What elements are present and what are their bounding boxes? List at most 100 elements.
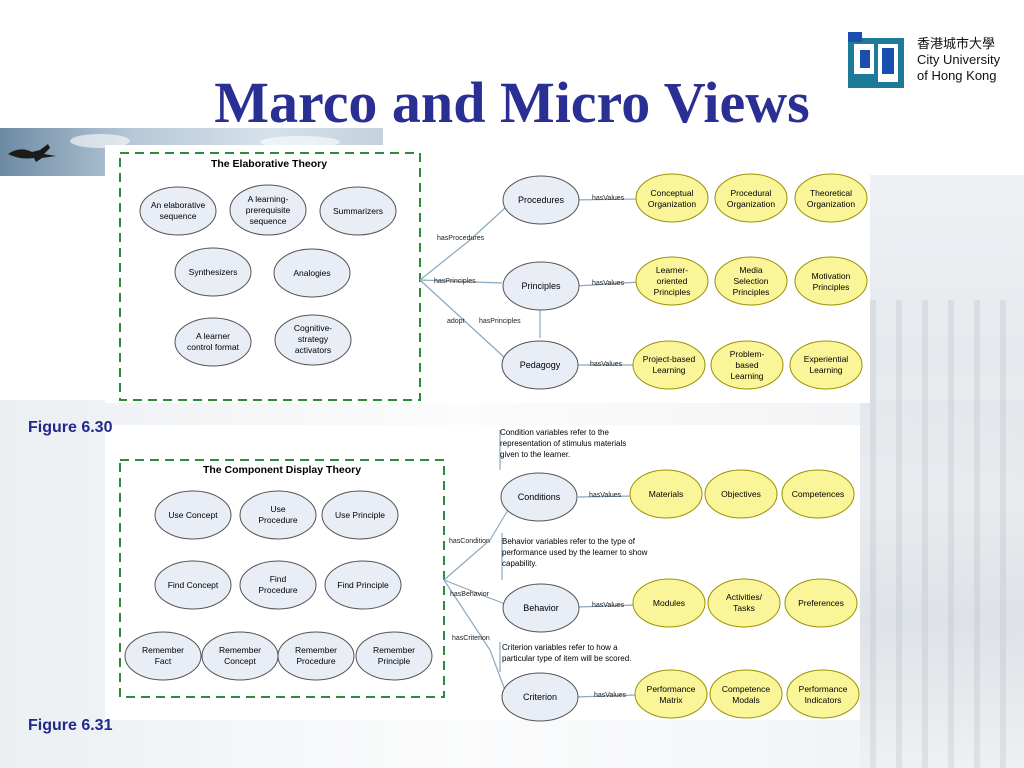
edge-hasprinciples	[419, 279, 503, 284]
edge-behavior-values	[577, 604, 636, 608]
background-columns	[870, 300, 1024, 768]
item-analogies	[273, 248, 351, 298]
component-display-theory-title: The Component Display Theory	[203, 464, 361, 476]
edge-label-hasvalues-3: hasValues	[590, 361, 623, 368]
edge-label-hasprinciples: hasPrinciples	[434, 278, 476, 285]
value-performance-indicators	[786, 669, 860, 719]
edge-conditions-values	[577, 495, 636, 498]
value-label-modules: Modules	[653, 598, 685, 608]
bird-icon	[8, 144, 56, 162]
edge-label-hasvalues-2: hasValues	[592, 280, 625, 287]
value-objectives	[704, 469, 778, 519]
item-summarizers	[319, 186, 397, 236]
edge-label-hasvalues-4: hasValues	[589, 492, 622, 499]
elaborative-theory-title: The Elaborative Theory	[211, 158, 327, 170]
node-procedures-label: Procedures	[518, 195, 565, 205]
value-modules	[632, 578, 706, 628]
value-activities-tasks	[707, 578, 781, 628]
node-pedagogy-label: Pedagogy	[520, 360, 561, 370]
node-principles-label: Principles	[521, 281, 561, 291]
value-competence-modals	[709, 669, 783, 719]
node-behavior-label: Behavior	[523, 603, 559, 613]
item-learning-prerequisite	[229, 184, 307, 236]
value-preferences	[784, 578, 858, 628]
edge-adopt	[419, 279, 506, 359]
value-project-based-learning	[632, 340, 706, 390]
value-experiential-learning	[789, 340, 863, 390]
edge-principles-values	[575, 281, 641, 287]
item-find-procedure	[239, 560, 317, 610]
item-find-concept	[154, 560, 232, 610]
value-competences	[781, 469, 855, 519]
node-behavior	[502, 583, 580, 633]
item-learner-control	[174, 317, 252, 367]
value-procedural-organization	[714, 173, 788, 223]
page-title: Marco and Micro Views	[214, 70, 810, 135]
value-motivation-principles	[794, 256, 868, 306]
value-learner-oriented-principles	[635, 256, 709, 306]
label-analogies: Analogies	[293, 268, 330, 278]
edge-hascondition	[443, 509, 509, 581]
item-remember-fact	[124, 631, 202, 681]
value-performance-matrix	[634, 669, 708, 719]
edge-label-hasvalues-1: hasValues	[592, 195, 625, 202]
edge-hasbehavior	[443, 579, 506, 605]
item-cognitive-strategy	[274, 314, 352, 366]
item-use-concept	[154, 490, 232, 540]
node-criterion-label: Criterion	[523, 692, 557, 702]
node-procedures	[502, 175, 580, 225]
value-theoretical-organization	[794, 173, 868, 223]
label-summarizers: Summarizers	[333, 206, 383, 216]
university-name-chinese: 香港城市大學	[917, 36, 996, 51]
item-synthesizers	[174, 247, 252, 297]
edge-label-hasprocedures: hasProcedures	[437, 235, 485, 242]
value-materials	[629, 469, 703, 519]
value-label-preferences: Preferences	[798, 598, 844, 608]
node-criterion	[501, 672, 579, 722]
item-use-principle	[321, 490, 399, 540]
edge-label-adopt: adopt	[447, 318, 465, 325]
edge-label-hascriterion: hasCriterion	[452, 635, 490, 642]
value-media-selection-principles	[714, 256, 788, 306]
item-use-procedure	[239, 490, 317, 540]
university-name-line2: of Hong Kong	[917, 68, 997, 83]
edge-label-hasvalues-6: hasValues	[594, 692, 627, 699]
edge-label-hascondition: hasCondition	[449, 538, 490, 545]
university-name-line1: City University	[917, 52, 1001, 67]
item-find-principle	[324, 560, 402, 610]
figure-6-30-label: Figure 6.30	[28, 419, 113, 436]
value-label-activities-tasks: Activities/Tasks	[726, 592, 763, 613]
university-name: 香港城市大學 City University of Hong Kong	[917, 36, 1000, 84]
label-find-principle: Find Principle	[337, 580, 389, 590]
value-conceptual-organization	[635, 173, 709, 223]
figure-6-31-label: Figure 6.31	[28, 717, 113, 734]
node-principles	[502, 261, 580, 311]
node-conditions	[500, 472, 578, 522]
value-label-competences: Competences	[792, 489, 844, 499]
edge-label-hasvalues-5: hasValues	[592, 602, 625, 609]
cityu-logo-icon	[848, 32, 904, 88]
